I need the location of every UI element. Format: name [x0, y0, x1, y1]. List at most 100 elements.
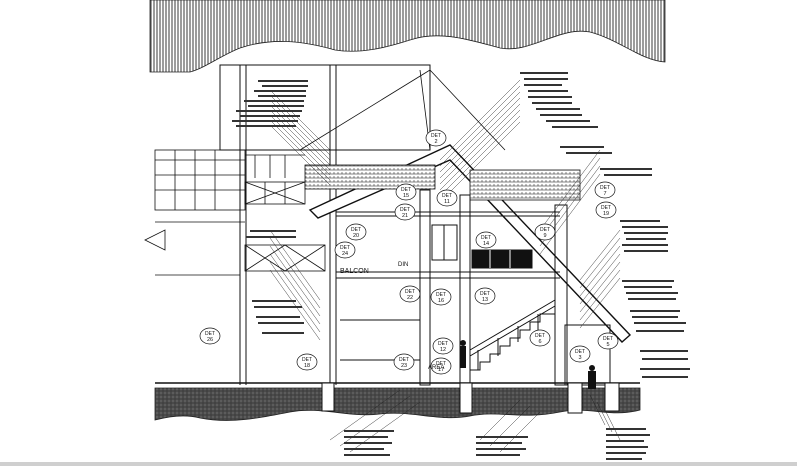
detail-number: 2: [434, 139, 437, 145]
detail-number: 11: [444, 199, 450, 205]
detail-tag: DET: [401, 187, 411, 193]
detail-tag: DET: [540, 227, 550, 233]
detail-bubble: [393, 353, 415, 371]
detail-number: 23: [401, 363, 407, 369]
detail-tag: DET: [399, 357, 409, 363]
detail-number: 22: [407, 295, 413, 301]
detail-tag: DET: [438, 341, 448, 347]
detail-bubble: [199, 327, 221, 345]
balcony-railings: [244, 154, 326, 272]
detail-number: 26: [207, 337, 213, 343]
detail-bubble: [334, 241, 356, 259]
detail-tag: DET: [603, 336, 613, 342]
detail-tag: DET: [302, 357, 312, 363]
detail-number: 14: [483, 241, 489, 247]
detail-number: 9: [543, 233, 546, 239]
detail-bubble: [569, 345, 591, 363]
room-label-dining: DIN: [398, 262, 408, 268]
detail-tag: DET: [340, 245, 350, 251]
upper-structure: [219, 64, 431, 385]
detail-number: 6: [538, 339, 541, 345]
detail-number: 5: [606, 342, 609, 348]
detail-tag: DET: [431, 133, 441, 139]
detail-tag: DET: [601, 205, 611, 211]
detail-tag: DET: [405, 289, 415, 295]
detail-bubble: [296, 353, 318, 371]
detail-bubble: [594, 181, 616, 199]
detail-number: 21: [402, 213, 408, 219]
detail-tag: DET: [400, 207, 410, 213]
annotation-notes: [232, 72, 690, 460]
detail-tag: DET: [436, 292, 446, 298]
detail-tag: DET: [480, 291, 490, 297]
detail-bubble: [430, 288, 452, 306]
staircase: [469, 299, 556, 371]
detail-number: 15: [403, 193, 409, 199]
detail-number: 7: [603, 191, 606, 197]
detail-number: 17: [438, 367, 444, 373]
detail-bubble: [436, 189, 458, 207]
detail-bubble: [345, 223, 367, 241]
detail-tag: DET: [442, 193, 452, 199]
left-facade: [144, 149, 246, 276]
foundations: [321, 382, 620, 414]
detail-number: 3: [578, 355, 581, 361]
ground-soil: [154, 387, 641, 421]
detail-number: 18: [304, 363, 310, 369]
annotation-leaders: [269, 79, 621, 453]
detail-bubble: [597, 332, 619, 350]
detail-number: 13: [482, 297, 488, 303]
detail-bubble: [529, 329, 551, 347]
detail-tag: DET: [600, 185, 610, 191]
detail-bubble: [395, 183, 417, 201]
interior-structure: [336, 189, 611, 386]
detail-tag: DET: [351, 227, 361, 233]
detail-number: 12: [440, 347, 446, 353]
detail-bubble: [399, 285, 421, 303]
detail-bubble: [474, 287, 496, 305]
detail-number: 19: [603, 211, 609, 217]
detail-bubble: [430, 357, 452, 375]
detail-number: 20: [353, 233, 359, 239]
detail-bubble: [432, 337, 454, 355]
detail-bubble: [394, 203, 416, 221]
background-hatch-top: [149, 0, 666, 73]
detail-tag: DET: [575, 349, 585, 355]
detail-bubble: [475, 231, 497, 249]
detail-bubble: [425, 129, 447, 147]
detail-tag: DET: [535, 333, 545, 339]
bottom-scroll-edge: [0, 462, 797, 466]
detail-bubble: [534, 223, 556, 241]
main-roof: [299, 69, 632, 343]
room-label-balcony: BALCON: [340, 268, 369, 275]
detail-number: 24: [342, 251, 348, 257]
detail-tag: DET: [436, 361, 446, 367]
detail-bubble: [595, 201, 617, 219]
human-figures: [460, 340, 596, 389]
room-label-area: AREA: [428, 365, 444, 371]
detail-number: 16: [438, 298, 444, 304]
detail-tag: DET: [205, 331, 215, 337]
